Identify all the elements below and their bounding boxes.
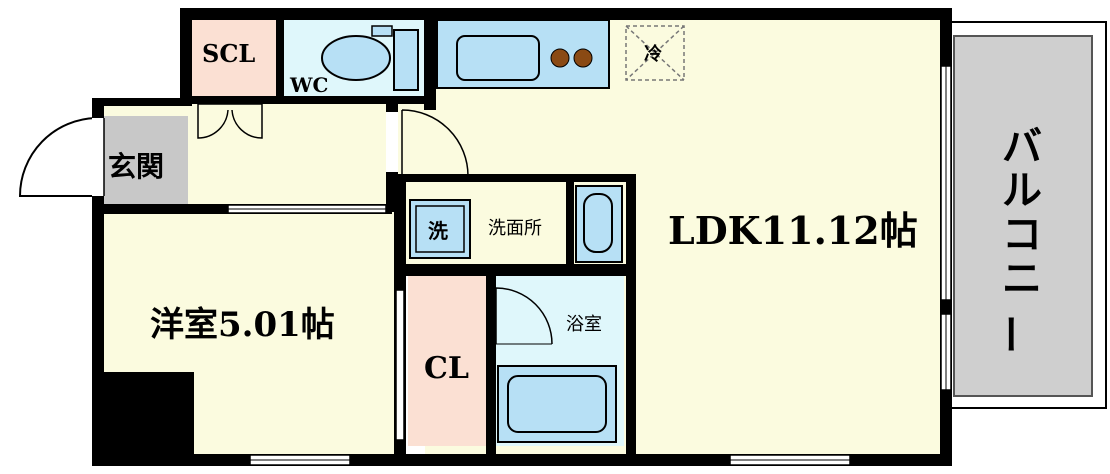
shaft <box>100 372 194 456</box>
fridge-space <box>625 25 685 81</box>
balcony-floor <box>953 35 1093 397</box>
entrance-label: 玄関 <box>108 150 164 183</box>
wc-tank <box>393 29 419 91</box>
scl-floor <box>192 18 276 96</box>
svg-text:ル: ル <box>1002 167 1042 214</box>
closet-label: CL <box>424 351 469 386</box>
western-room-label: 洋室5.01帖 <box>150 305 335 345</box>
scl-label: SCL <box>202 39 255 68</box>
toilet-bowl <box>321 35 391 81</box>
washroom-label: 洗面所 <box>488 218 542 239</box>
svg-text:バ: バ <box>1002 123 1042 170</box>
entrance-floor <box>102 116 188 206</box>
closet-floor <box>408 276 488 446</box>
svg-text:ー: ー <box>986 314 1033 354</box>
sink <box>456 35 540 81</box>
svg-text:コ: コ <box>1002 211 1042 258</box>
stove-burner-1 <box>550 48 570 68</box>
bath-label: 浴室 <box>566 314 602 335</box>
fridge-label: 冷 <box>644 43 662 65</box>
washer-label: 洗 <box>428 219 448 243</box>
entrance-door-swing <box>18 117 97 197</box>
washer <box>409 199 471 259</box>
svg-text:ニ: ニ <box>1002 255 1042 302</box>
balcony-label: バ ル コ ニ ー <box>986 123 1042 354</box>
stove-burner-2 <box>573 48 593 68</box>
ldk-label: LDK11.12帖 <box>668 208 918 253</box>
wc-label: WC <box>289 73 328 97</box>
